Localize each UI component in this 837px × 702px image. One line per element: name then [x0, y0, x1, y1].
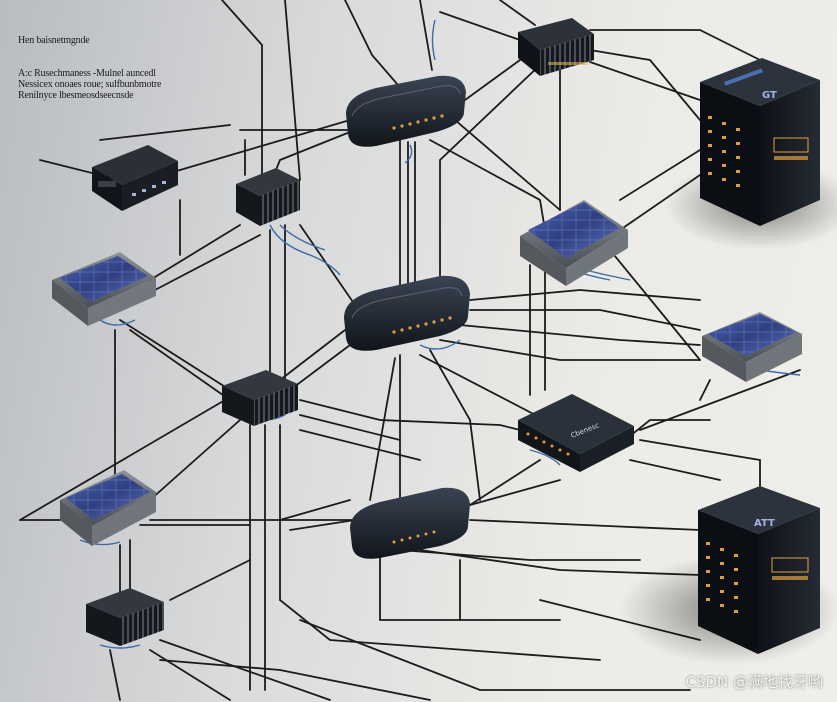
cable [459, 324, 701, 346]
cable [289, 519, 356, 531]
cable [589, 29, 761, 61]
cable [299, 619, 691, 691]
solar-panel-right [702, 312, 802, 382]
cable [284, 0, 301, 181]
cable [629, 459, 721, 481]
cable [469, 479, 561, 506]
cable [169, 559, 251, 601]
cable [19, 399, 226, 521]
cable [469, 289, 701, 301]
cable [299, 429, 421, 461]
cable [589, 61, 701, 101]
cable [609, 249, 701, 361]
cable [299, 224, 356, 306]
cable-tail [279, 224, 326, 251]
cable [279, 329, 346, 381]
cable [469, 459, 541, 506]
cable [454, 119, 561, 211]
cable [469, 519, 701, 531]
solar-panel-lowerleft [60, 470, 156, 546]
legend-line: Nessicex onoaes roue; sulfbunbmotre [18, 79, 162, 90]
server-bottom-label: ATT [754, 518, 775, 529]
cable [154, 234, 261, 291]
cable [299, 414, 401, 441]
cable [221, 0, 263, 201]
cable [429, 139, 546, 231]
router-lower [350, 487, 470, 559]
cable-tail [99, 644, 141, 649]
cable [439, 11, 521, 41]
server-bottom: ATT [698, 486, 820, 654]
router-middle-right: Cbenesc [518, 394, 634, 472]
switch-top [518, 18, 594, 76]
switch-finned-lowerleft [86, 588, 164, 646]
cable [499, 0, 536, 26]
watermark: CSDN @满地找牙哟 [685, 673, 823, 691]
cable-tail [431, 19, 436, 61]
cable [419, 354, 546, 421]
switch-finned-left [236, 168, 300, 226]
legend-line: Renilnyce lbesmeosdseecnsde [18, 90, 134, 101]
cable-tail [419, 339, 461, 350]
solar-panel-midright [520, 200, 628, 286]
cable [99, 124, 231, 141]
cable-tail [529, 449, 561, 466]
cable [149, 224, 241, 281]
cable [439, 339, 701, 361]
cable [149, 649, 231, 701]
cable [344, 0, 399, 86]
cable [429, 349, 481, 501]
diagram-legend: A:c Rusechmaness -Mulnel auncedl Nessice… [18, 68, 161, 101]
cable [369, 357, 396, 501]
legend-line: A:c Rusechmaness -Mulnel auncedl [18, 68, 156, 79]
cable [639, 369, 801, 431]
cable [469, 309, 701, 331]
cable [439, 64, 541, 286]
cable [149, 419, 241, 501]
switch-box-topleft [92, 145, 178, 211]
cable [639, 439, 761, 491]
cable-tail [404, 144, 413, 164]
cable [464, 59, 521, 101]
cable [379, 544, 561, 621]
router-middle [344, 275, 470, 351]
cable [279, 599, 601, 661]
cable [419, 0, 433, 71]
server-top: GT [700, 58, 820, 226]
router-top [346, 75, 466, 147]
cable [279, 499, 351, 521]
server-top-label: GT [762, 90, 777, 101]
cable [159, 659, 431, 701]
cable-tail [79, 539, 121, 546]
cable [109, 649, 121, 701]
cable [129, 329, 231, 401]
cable [159, 639, 331, 701]
diagram-heading: Hen baisnetmgnde [18, 35, 90, 46]
cable-layer [19, 0, 801, 701]
cable [619, 149, 701, 201]
cable-tail [99, 319, 136, 326]
solar-panel-left [52, 252, 156, 326]
cable [299, 399, 521, 431]
cable [289, 344, 351, 391]
cable [589, 49, 701, 121]
cable [699, 379, 711, 401]
switch-finned-middle [222, 370, 298, 426]
cable-tail [269, 224, 341, 276]
cable [119, 319, 231, 391]
